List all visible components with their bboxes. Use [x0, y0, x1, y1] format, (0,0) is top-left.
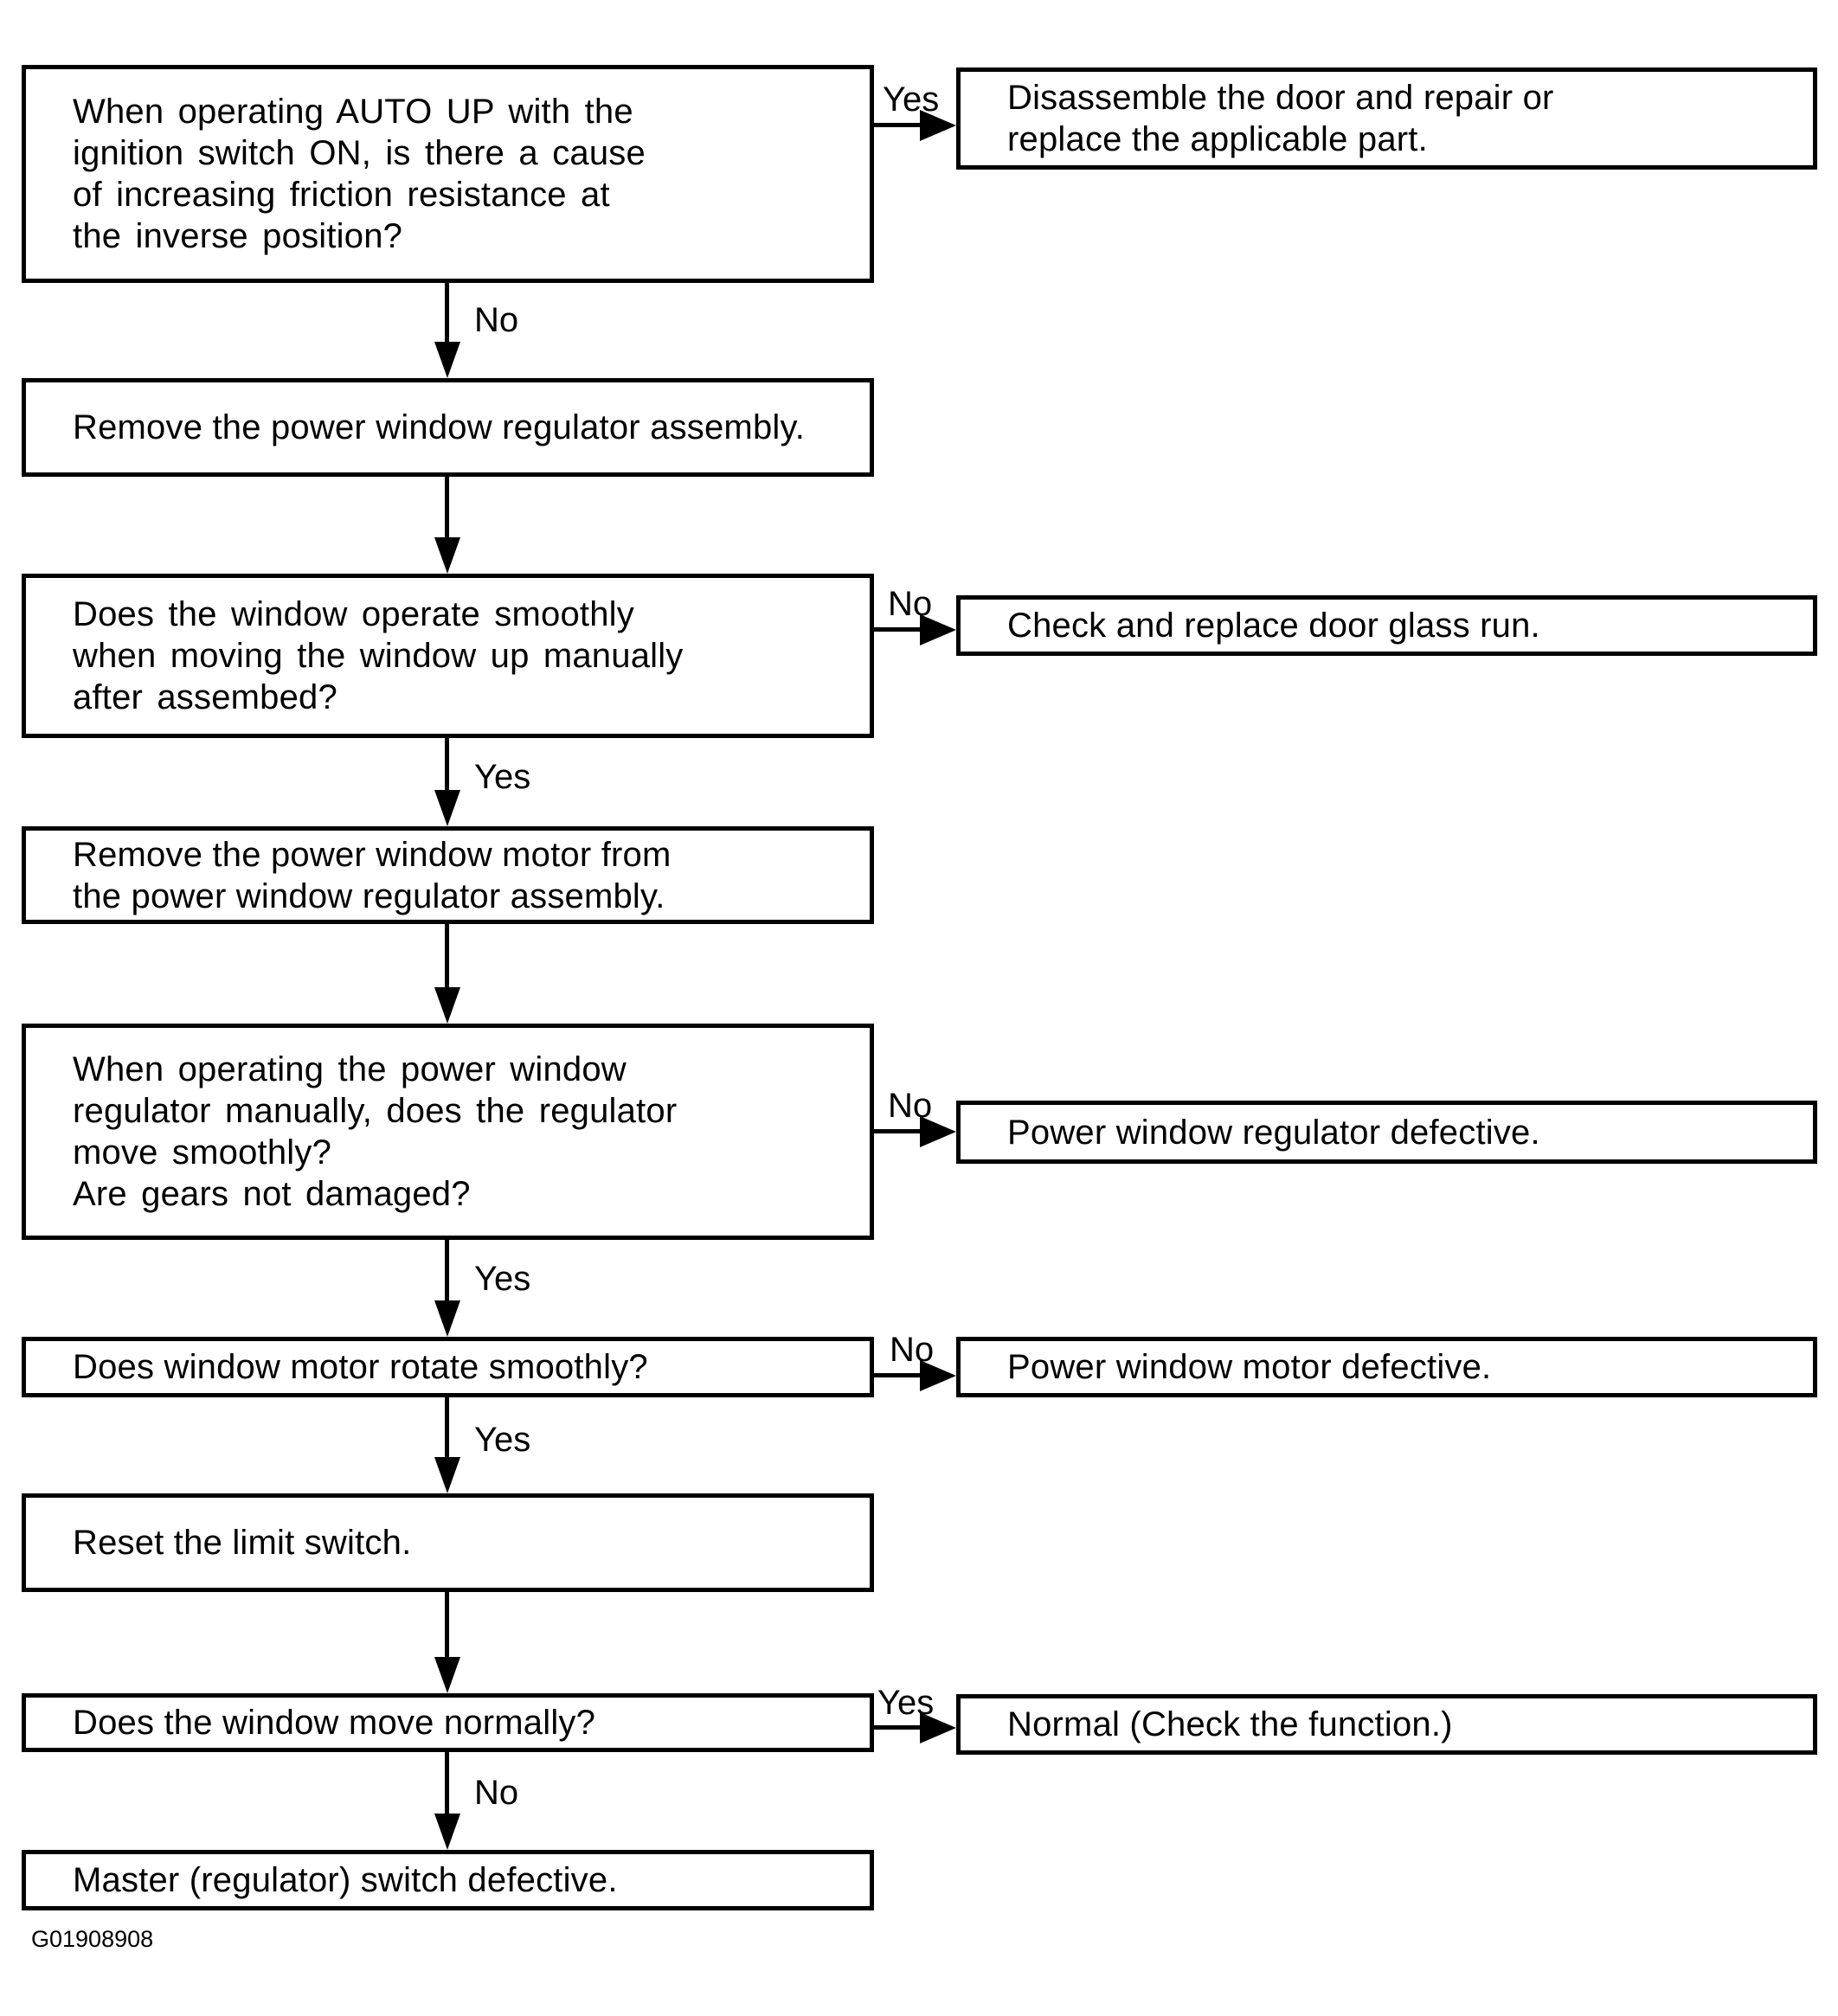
box-reset-limit-switch: Reset the limit switch.: [22, 1493, 874, 1592]
box-check-door-glass-run: Check and replace door glass run.: [956, 595, 1817, 656]
connector-line: [872, 123, 924, 127]
box-text: Reset the limit switch.: [73, 1524, 412, 1562]
box-q-window-move-normally: Does the window move normally?: [22, 1693, 874, 1752]
box-text: Disassemble the door and repair or repla…: [1007, 79, 1554, 158]
connector-line: [872, 627, 924, 632]
edge-label-no: No: [888, 585, 933, 623]
connector-line: [445, 283, 449, 347]
arrow-right-icon: [920, 1360, 956, 1391]
connector-line: [445, 1752, 449, 1819]
arrow-down-icon: [434, 1457, 460, 1493]
edge-label-yes: Yes: [883, 80, 940, 119]
box-text: When operating AUTO UP with the ignition…: [73, 93, 646, 255]
figure-code: G01908908: [31, 1926, 154, 1952]
arrow-down-icon: [434, 1300, 460, 1337]
connector-line: [872, 1129, 924, 1133]
box-q-window-smooth-manual: Does the window operate smoothly when mo…: [22, 574, 874, 738]
arrow-down-icon: [434, 537, 460, 574]
box-text: Remove the power window regulator assemb…: [73, 408, 806, 446]
box-q-auto-up-friction: When operating AUTO UP with the ignition…: [22, 65, 874, 283]
box-text: Check and replace door glass run.: [1007, 607, 1540, 645]
edge-label-yes: Yes: [474, 758, 531, 796]
arrow-down-icon: [434, 342, 460, 378]
arrow-down-icon: [434, 1657, 460, 1693]
connector-line: [445, 1592, 449, 1662]
box-text: Power window motor defective.: [1007, 1348, 1492, 1386]
edge-label-yes: Yes: [877, 1684, 935, 1722]
box-text: Does the window operate smoothly when mo…: [73, 595, 684, 716]
arrow-right-icon: [920, 1712, 956, 1743]
box-remove-regulator-assembly: Remove the power window regulator assemb…: [22, 378, 874, 477]
box-motor-defective: Power window motor defective.: [956, 1337, 1817, 1397]
edge-label-yes: Yes: [474, 1260, 531, 1298]
box-remove-motor: Remove the power window motor from the p…: [22, 826, 874, 924]
edge-label-no: No: [474, 301, 519, 339]
edge-label-no: No: [888, 1087, 933, 1125]
edge-label-no: No: [474, 1774, 519, 1812]
box-q-motor-rotate-smooth: Does window motor rotate smoothly?: [22, 1337, 874, 1397]
arrow-right-icon: [920, 614, 956, 645]
box-master-switch-defective: Master (regulator) switch defective.: [22, 1850, 874, 1910]
connector-line: [445, 477, 449, 543]
box-text: Power window regulator defective.: [1007, 1113, 1540, 1152]
box-disassemble-door-repair: Disassemble the door and repair or repla…: [956, 67, 1817, 170]
box-text: Does window motor rotate smoothly?: [73, 1348, 648, 1386]
connector-line: [445, 738, 449, 795]
box-normal-check-function: Normal (Check the function.): [956, 1694, 1817, 1755]
connector-line: [872, 1373, 924, 1377]
edge-label-no: No: [890, 1331, 935, 1369]
box-text: Normal (Check the function.): [1007, 1705, 1453, 1743]
connector-line: [445, 1397, 449, 1462]
arrow-right-icon: [920, 1116, 956, 1147]
box-q-regulator-manual-smooth: When operating the power window regulato…: [22, 1024, 874, 1240]
connector-line: [445, 1240, 449, 1306]
arrow-right-icon: [920, 110, 956, 141]
box-text: Does the window move normally?: [73, 1704, 596, 1742]
arrow-down-icon: [434, 790, 460, 826]
box-text: Remove the power window motor from the p…: [73, 835, 672, 915]
box-text: Master (regulator) switch defective.: [73, 1861, 618, 1899]
arrow-down-icon: [434, 1814, 460, 1850]
box-regulator-defective: Power window regulator defective.: [956, 1101, 1817, 1164]
connector-line: [872, 1725, 924, 1730]
arrow-down-icon: [434, 987, 460, 1024]
box-text: When operating the power window regulato…: [73, 1050, 678, 1213]
edge-label-yes: Yes: [474, 1421, 531, 1459]
connector-line: [445, 924, 449, 992]
